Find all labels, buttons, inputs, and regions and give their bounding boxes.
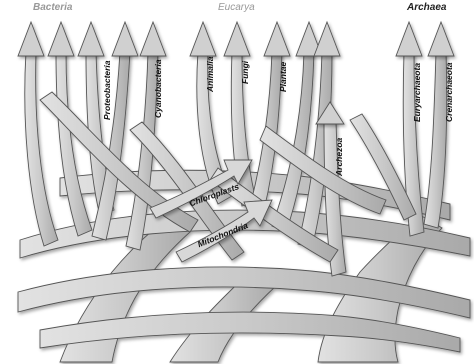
label-fungi: Fungi bbox=[240, 61, 250, 84]
tree-body bbox=[18, 52, 470, 362]
label-proteobacteria: Proteobacteria bbox=[102, 60, 112, 120]
label-plantae: Plantae bbox=[278, 62, 288, 92]
arrowhead-euk-2 bbox=[224, 22, 250, 56]
label-animalia: Animalia bbox=[205, 57, 215, 92]
label-crenarchaeota: Crenarchaeota bbox=[444, 62, 454, 122]
arrowhead-euk-1 bbox=[190, 22, 216, 56]
arrowhead-bact-3 bbox=[78, 22, 104, 56]
arrowhead-euk-5 bbox=[314, 22, 340, 56]
arrowhead-bact-5 bbox=[140, 22, 166, 56]
arrowhead-bact-2 bbox=[48, 22, 74, 56]
arrowhead-bact-4 bbox=[112, 22, 138, 56]
domain-label-bacteria: Bacteria bbox=[33, 2, 72, 13]
arrowhead-arch-1 bbox=[396, 22, 422, 56]
arrowhead-bact-1 bbox=[18, 22, 44, 56]
branch-bact-1 bbox=[25, 52, 58, 246]
arrowhead-euk-3 bbox=[264, 22, 290, 56]
domain-label-eucarya: Eucarya bbox=[218, 2, 255, 13]
label-archezoa: Archezoa bbox=[334, 138, 344, 176]
arrowhead-arch-2 bbox=[428, 22, 454, 56]
domain-label-archaea: Archaea bbox=[407, 2, 446, 13]
label-cyanobacteria: Cyanobacteria bbox=[153, 59, 163, 118]
label-euryarchaeota: Euryarchaeota bbox=[412, 63, 422, 122]
